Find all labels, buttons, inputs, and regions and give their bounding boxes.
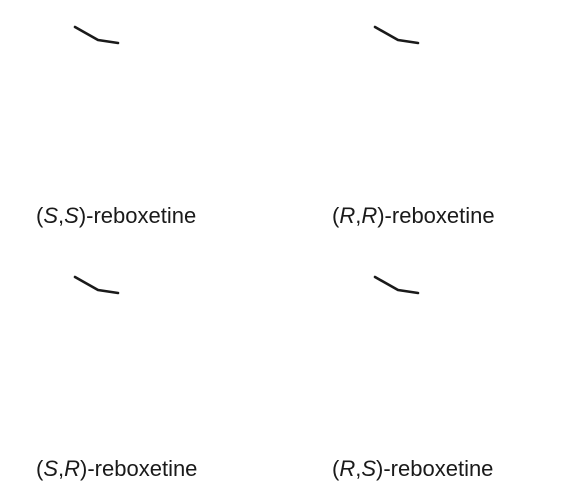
morpholine-ring-bonds: O HN H O O R S [373,275,420,295]
caption-separator: , [58,203,65,228]
morpholine-ring-bonds: O HN H O O R R [373,25,420,45]
caption-descriptor-1: R [339,203,356,228]
caption-descriptor-2: R [64,456,81,481]
caption-open: ( [36,203,44,228]
caption-s-s: (S,S)-reboxetine [36,203,196,229]
caption-name: )-reboxetine [377,203,495,228]
caption-open: ( [332,203,340,228]
molecule-s-s: O HN H O O S S [73,25,120,45]
caption-open: ( [332,456,340,481]
caption-r-s: (R,S)-reboxetine [332,456,493,482]
morpholine-ring-bonds: O HN H O O S S [73,25,120,45]
caption-s-r: (S,R)-reboxetine [36,456,197,482]
caption-name: )-reboxetine [78,203,197,228]
morpholine-ring-bonds: O HN H O O S R [73,275,120,295]
molecule-s-r: O HN H O O S R [73,275,120,295]
caption-descriptor-1: S [43,456,59,481]
caption-name: )-reboxetine [80,456,198,481]
caption-descriptor-2: S [64,203,79,228]
molecule-r-s: O HN H O O R S [373,275,420,295]
caption-separator: , [355,456,362,481]
caption-descriptor-1: S [43,203,59,228]
caption-descriptor-2: R [361,203,378,228]
caption-r-r: (R,R)-reboxetine [332,203,495,229]
molecule-r-r: O HN H O O R R [373,25,420,45]
caption-separator: , [58,456,65,481]
caption-descriptor-1: R [339,456,356,481]
caption-separator: , [355,203,362,228]
caption-name: )-reboxetine [376,456,494,481]
caption-open: ( [36,456,44,481]
caption-descriptor-2: S [361,456,377,481]
